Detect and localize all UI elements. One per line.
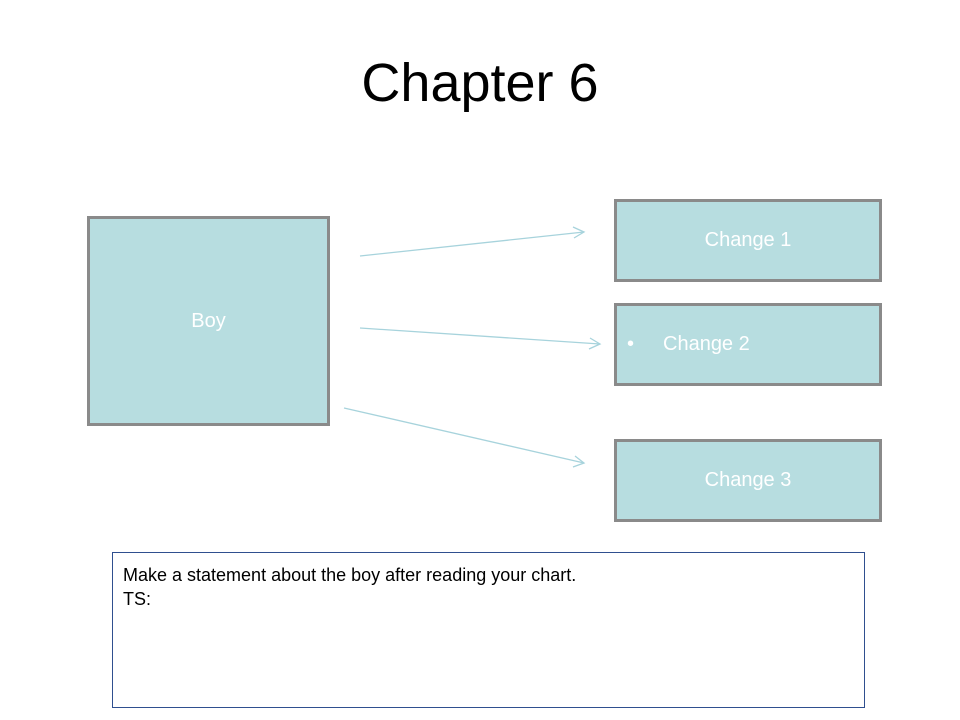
change-3-box: Change 3 bbox=[614, 439, 882, 522]
arrow-to-change-2 bbox=[359, 327, 601, 345]
boy-box: Boy bbox=[87, 216, 330, 426]
statement-prompt: Make a statement about the boy after rea… bbox=[123, 565, 577, 585]
change-1-label: Change 1 bbox=[704, 229, 792, 251]
boy-box-label: Boy bbox=[191, 309, 226, 332]
arrow-to-change-3-head bbox=[572, 455, 586, 468]
arrow-to-change-3 bbox=[343, 407, 585, 464]
change-2-box: • Change 2 bbox=[614, 303, 882, 386]
topic-sentence-label: TS: bbox=[123, 589, 152, 609]
statement-box[interactable]: Make a statement about the boy after rea… bbox=[112, 552, 865, 708]
arrow-to-change-1-head bbox=[572, 226, 586, 239]
change-2-bullet: • bbox=[627, 333, 635, 355]
slide-title: Chapter 6 bbox=[361, 53, 599, 113]
arrow-to-change-1 bbox=[359, 231, 585, 257]
change-2-label: Change 2 bbox=[663, 333, 750, 355]
change-1-box: Change 1 bbox=[614, 199, 882, 282]
change-3-label: Change 3 bbox=[704, 469, 792, 491]
arrow-to-change-2-head bbox=[588, 337, 602, 350]
